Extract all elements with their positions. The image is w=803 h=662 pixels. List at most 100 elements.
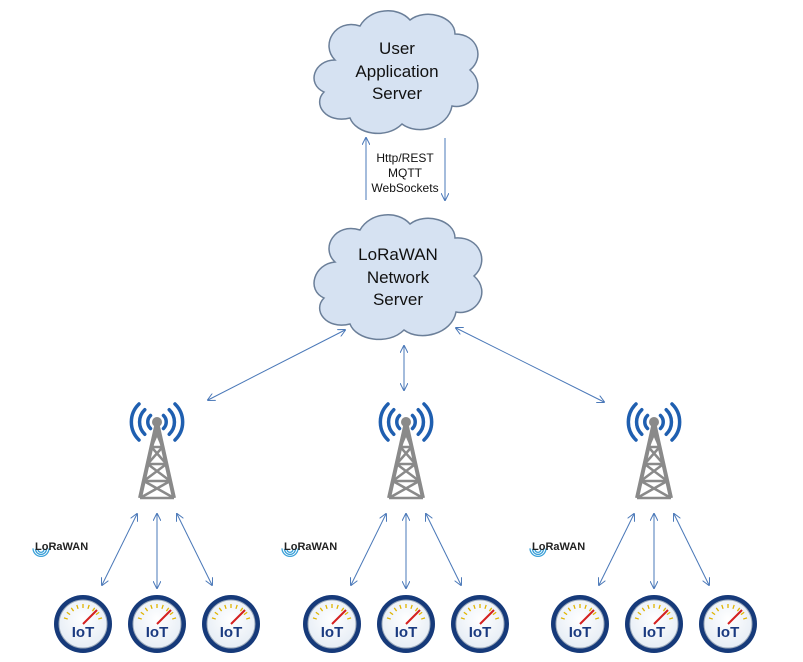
cloud-label-line-3: Server [372, 84, 422, 103]
protocol-label-websockets: WebSockets [371, 181, 438, 195]
iot-label: IoT [395, 624, 418, 641]
dial-needle [331, 609, 347, 625]
logo-signal-arc [286, 549, 294, 553]
radio-waves-icon [378, 402, 434, 442]
protocol-label-http: Http/REST [376, 151, 434, 165]
logo-signal-arc [283, 548, 297, 555]
iot-device-icon: IoT [451, 595, 509, 653]
tower-lattice [388, 429, 424, 500]
gateway-group: LoRaWAN IoT IoT IoT [32, 402, 260, 653]
wave-arc-left [643, 413, 650, 431]
logo-signal-arc [529, 548, 547, 557]
wave-arc-left [626, 402, 638, 442]
dial-ticks [560, 604, 600, 620]
lorawan-logo: LoRaWAN [32, 541, 88, 557]
wave-arc-left [137, 408, 147, 436]
logo-signal-arc [534, 549, 542, 553]
wave-arc-right [167, 408, 177, 436]
logo-signal-arc [32, 548, 50, 557]
wave-arc-right [664, 408, 674, 436]
wave-arc-left [378, 402, 390, 442]
lorawan-logo: LoRaWAN [281, 541, 337, 557]
iot-device-icon: IoT [699, 595, 757, 653]
iot-device-icon: IoT [551, 595, 609, 653]
dial-ticks [386, 604, 426, 620]
iot-label: IoT [146, 624, 169, 641]
iot-device-icon: IoT [202, 595, 260, 653]
iot-label: IoT [220, 624, 243, 641]
dial-needle [579, 609, 595, 625]
gateway-group: LoRaWAN IoT IoT IoT [281, 402, 509, 653]
dial-needle [230, 609, 246, 625]
logo-signal-arc [531, 548, 545, 555]
dial-ticks [63, 604, 103, 620]
iot-device-icon: IoT [377, 595, 435, 653]
tower-legs [635, 420, 673, 499]
wave-arc-right [416, 408, 426, 436]
device-link-arrow [177, 514, 212, 585]
iot-device-icon: IoT [625, 595, 683, 653]
wave-arc-right [670, 402, 682, 442]
gateway-tower-icon [387, 417, 425, 500]
cloud-label-line-2: Application [355, 62, 438, 81]
cloud-label-line-1: User [379, 39, 415, 58]
device-link-arrow [674, 514, 709, 585]
protocol-label-mqtt: MQTT [388, 166, 423, 180]
wave-arc-left [386, 408, 396, 436]
wave-arc-right [173, 402, 185, 442]
dial-needle [727, 609, 743, 625]
gateway-tower-icon [138, 417, 176, 500]
cloud-label-line-1: LoRaWAN [358, 245, 438, 264]
device-link-arrow [599, 514, 634, 585]
link-arrow-right [456, 328, 604, 402]
gateway-group: LoRaWAN IoT IoT IoT [529, 402, 757, 653]
dial-ticks [460, 604, 500, 620]
wave-arc-left [634, 408, 644, 436]
iot-label: IoT [569, 624, 592, 641]
wave-arc-right [422, 402, 434, 442]
lorawan-logo-text: LoRaWAN [532, 541, 585, 553]
tower-legs [138, 420, 176, 499]
iot-label: IoT [717, 624, 740, 641]
lorawan-logo-text: LoRaWAN [35, 541, 88, 553]
dial-ticks [137, 604, 177, 620]
device-link-arrow [102, 514, 137, 585]
logo-signal-arc [281, 548, 299, 557]
dial-needle [653, 609, 669, 625]
lorawan-network-server-cloud: LoRaWAN Network Server [313, 214, 483, 341]
wave-arc-right [658, 413, 665, 431]
dial-needle [156, 609, 172, 625]
iot-label: IoT [643, 624, 666, 641]
iot-label: IoT [469, 624, 492, 641]
wave-arc-left [129, 402, 141, 442]
iot-device-icon: IoT [54, 595, 112, 653]
logo-signal-arc [37, 549, 45, 553]
user-application-server-cloud: User Application Server [313, 10, 479, 135]
device-link-arrow [426, 514, 461, 585]
lorawan-logo-text: LoRaWAN [284, 541, 337, 553]
iot-label: IoT [321, 624, 344, 641]
dial-needle [479, 609, 495, 625]
cloud-label-line-2: Network [367, 268, 430, 287]
protocol-link: Http/REST MQTT WebSockets [366, 138, 445, 200]
wave-arc-left [395, 413, 402, 431]
cloud-label-line-3: Server [373, 290, 423, 309]
cloud-shape [313, 10, 479, 135]
dial-ticks [312, 604, 352, 620]
server-gateway-links [208, 328, 604, 402]
iot-device-icon: IoT [303, 595, 361, 653]
iot-label: IoT [72, 624, 95, 641]
link-arrow-left [208, 330, 345, 400]
gateway-tower-icon [635, 417, 673, 500]
radio-waves-icon [626, 402, 682, 442]
iot-device-icon: IoT [128, 595, 186, 653]
dial-ticks [634, 604, 674, 620]
wave-arc-left [146, 413, 153, 431]
wave-arc-right [161, 413, 168, 431]
dial-ticks [708, 604, 748, 620]
cloud-shape [313, 214, 483, 341]
lorawan-logo: LoRaWAN [529, 541, 585, 557]
tower-legs [387, 420, 425, 499]
dial-ticks [211, 604, 251, 620]
